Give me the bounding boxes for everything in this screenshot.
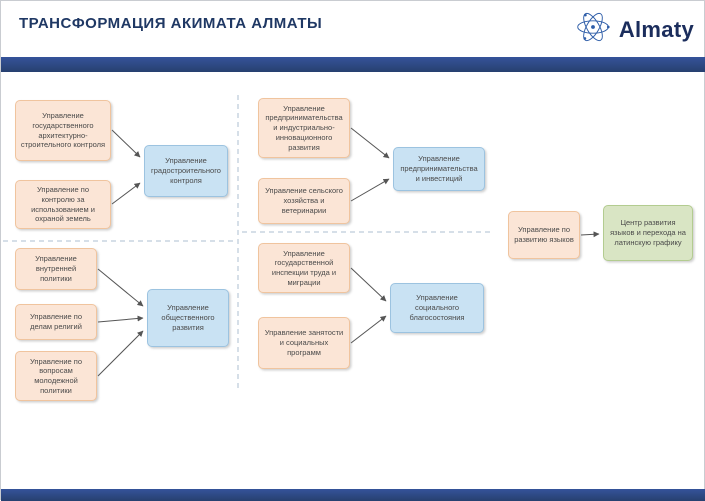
- footer-band: [1, 489, 705, 501]
- node-language-development: Управление по развитию языков: [508, 211, 580, 259]
- almaty-logo: Almaty: [572, 6, 694, 53]
- node-youth-policy: Управление по вопросам молодежной полити…: [15, 351, 97, 401]
- node-labor-migration-inspection: Управление государственной инспекции тру…: [258, 243, 350, 293]
- node-architectural-construction-control: Управление государственного архитектурно…: [15, 100, 111, 161]
- node-social-welfare: Управление социального благосостояния: [390, 283, 484, 333]
- node-religious-affairs: Управление по делам религий: [15, 304, 97, 340]
- page-title: ТРАНСФОРМАЦИЯ АКИМАТА АЛМАТЫ: [19, 15, 323, 32]
- node-urban-planning-control: Управление градостроительного контроля: [144, 145, 228, 197]
- node-agriculture-veterinary: Управление сельского хозяйства и ветерин…: [258, 178, 350, 224]
- node-internal-policy: Управление внутренней политики: [15, 248, 97, 290]
- node-public-development: Управление общественного развития: [147, 289, 229, 347]
- node-land-use-control: Управление по контролю за использованием…: [15, 180, 111, 229]
- header-band: [1, 57, 705, 72]
- atom-icon: [572, 6, 614, 53]
- logo-wordmark: Almaty: [618, 16, 694, 42]
- node-entrepreneurship-investments: Управление предпринимательства и инвести…: [393, 147, 485, 191]
- node-employment-social-programs: Управление занятости и социальных програ…: [258, 317, 350, 369]
- node-entrepreneurship-industrial-innovation: Управление предпринимательства и индустр…: [258, 98, 350, 158]
- node-language-latin-script-center: Центр развития языков и перехода на лати…: [603, 205, 693, 261]
